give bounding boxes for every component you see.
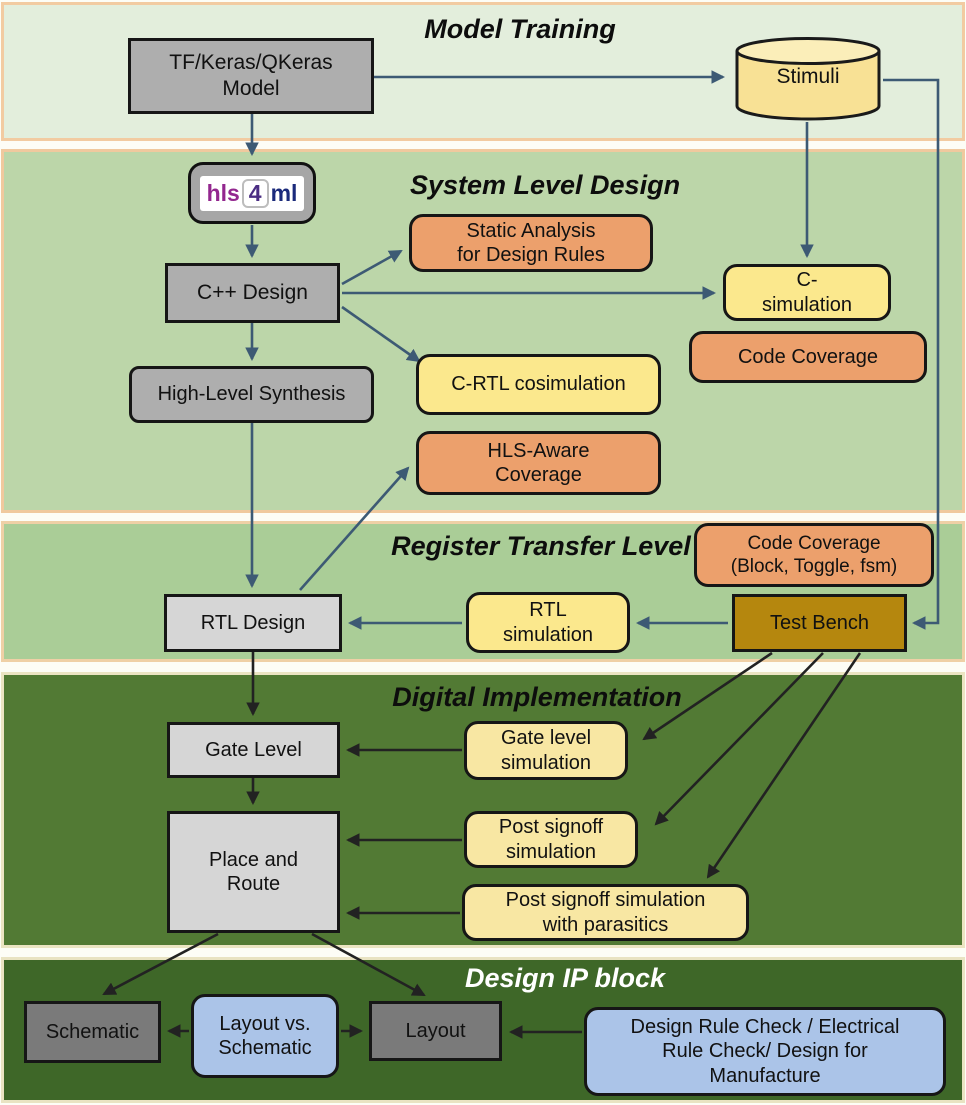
node-schematic: Schematic	[24, 1001, 161, 1063]
node-layout-vs-schematic: Layout vs. Schematic	[191, 994, 339, 1078]
node-stimuli: Stimuli	[733, 36, 883, 122]
node-code-coverage: Code Coverage	[689, 331, 927, 383]
node-hls-aware-coverage: HLS-Aware Coverage	[416, 431, 661, 495]
title-design-ip-block: Design IP block	[464, 963, 666, 993]
node-layout: Layout	[369, 1001, 502, 1061]
title-register-transfer-level: Register Transfer Level	[391, 531, 691, 561]
node-cpp-design: C++ Design	[165, 263, 340, 323]
database-cylinder-icon	[735, 37, 881, 121]
node-code-coverage-block-toggle-fsm: Code Coverage (Block, Toggle, fsm)	[694, 523, 934, 587]
node-c-rtl-cosimulation: C-RTL cosimulation	[416, 354, 661, 415]
node-design-rule-check: Design Rule Check / Electrical Rule Chec…	[584, 1007, 946, 1096]
node-place-and-route: Place and Route	[167, 811, 340, 933]
hls4ml-logo: hls 4 ml	[188, 162, 316, 224]
node-static-analysis: Static Analysis for Design Rules	[409, 214, 653, 272]
node-c-simulation: C- simulation	[723, 264, 891, 321]
title-system-level-design: System Level Design	[409, 170, 681, 200]
hls4ml-logo-inner: hls 4 ml	[199, 175, 305, 211]
node-post-signoff-simulation: Post signoff simulation	[464, 811, 638, 868]
node-post-signoff-simulation-parasitics: Post signoff simulation with parasitics	[462, 884, 749, 941]
node-rtl-design: RTL Design	[164, 594, 342, 652]
logo-text-hls: hls	[206, 179, 240, 206]
logo-text-ml: ml	[270, 179, 298, 206]
node-high-level-synthesis: High-Level Synthesis	[129, 366, 374, 423]
title-digital-implementation: Digital Implementation	[392, 682, 682, 712]
node-tf-keras-qkeras-model: TF/Keras/QKeras Model	[128, 38, 374, 114]
title-model-training: Model Training	[424, 14, 616, 44]
node-test-bench: Test Bench	[732, 594, 907, 652]
logo-chip-4: 4	[241, 178, 269, 208]
node-rtl-simulation: RTL simulation	[466, 592, 630, 653]
stimuli-label: Stimuli	[776, 65, 840, 88]
node-gate-level: Gate Level	[167, 722, 340, 778]
node-gate-level-simulation: Gate level simulation	[464, 721, 628, 780]
